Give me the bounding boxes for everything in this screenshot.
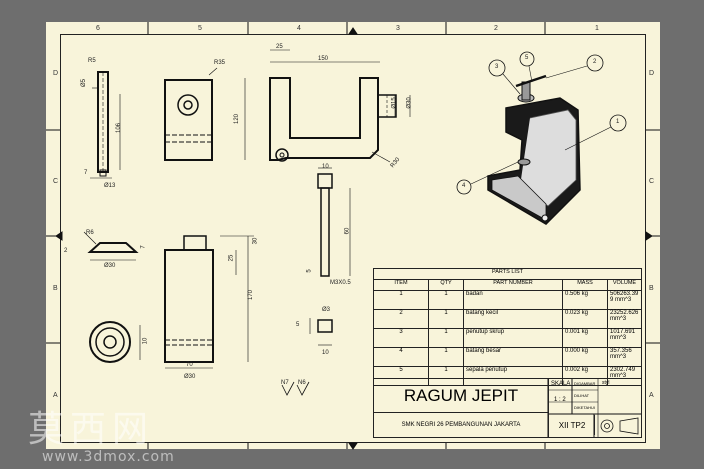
parts-list-table: PARTS LIST ITEM QTY PART NUMBER MASS VOL… bbox=[373, 268, 642, 386]
header-volume: VOLUME bbox=[607, 279, 642, 291]
dim-25b: 25 bbox=[228, 254, 235, 262]
class-code: XII TP2 bbox=[550, 415, 595, 435]
zone-right-a: A bbox=[649, 392, 654, 399]
cell-item: 3 bbox=[373, 328, 429, 348]
drawn-value: styl bbox=[602, 380, 610, 386]
dim-10c: 10 bbox=[142, 337, 149, 345]
cell-qty: 1 bbox=[428, 347, 464, 367]
cell-part: batang kecil bbox=[463, 309, 563, 329]
cell-item: 2 bbox=[373, 309, 429, 329]
watermark-logo: 莫西网 bbox=[28, 409, 155, 450]
watermark-url: www.3dmox.com bbox=[42, 449, 175, 465]
dim-60: 60 bbox=[344, 227, 351, 235]
zone-right-d: D bbox=[649, 70, 655, 77]
scale-value: 1 : 2 bbox=[554, 397, 566, 403]
cell-mass: 0.000 kg bbox=[562, 347, 608, 367]
dim-d3: Ø3 bbox=[322, 307, 331, 313]
zone-right-b: B bbox=[649, 285, 654, 292]
header-part-number: PART NUMBER bbox=[463, 279, 563, 291]
cell-volume: 2302.749 mm^3 bbox=[607, 366, 642, 386]
dim-7b: 7 bbox=[140, 245, 147, 249]
zone-left-b: B bbox=[53, 285, 58, 292]
cell-volume: 506263.39 9 mm^3 bbox=[607, 290, 642, 310]
zone-right-c: C bbox=[649, 178, 655, 185]
cell-mass: 0.506 kg bbox=[562, 290, 608, 310]
cell-volume: 1017.691 mm^3 bbox=[607, 328, 642, 348]
dim-d13: Ø13 bbox=[104, 183, 116, 189]
dim-106: 106 bbox=[116, 122, 123, 134]
cell-part: badan bbox=[463, 290, 563, 310]
dim-10b: 10 bbox=[322, 350, 329, 356]
roughness-n7: N7 bbox=[281, 380, 289, 386]
dim-25: 25 bbox=[276, 44, 283, 50]
balloon-1: 1 bbox=[616, 119, 620, 125]
dim-d30: Ø30 bbox=[406, 97, 413, 109]
zone-top-2: 2 bbox=[494, 25, 498, 32]
cell-part: penutup skrup bbox=[463, 328, 563, 348]
roughness-n6: N6 bbox=[298, 380, 306, 386]
balloon-5: 5 bbox=[525, 55, 529, 61]
table-row: 5 1 sepala penutup 0.002 kg 2302.749 mm^… bbox=[373, 366, 642, 386]
cell-part: batang besar bbox=[463, 347, 563, 367]
table-row: 4 1 batang besar 0.000 kg 357.356 mm^3 bbox=[373, 347, 642, 367]
dim-r35: R35 bbox=[214, 60, 226, 66]
zone-left-a: A bbox=[53, 392, 58, 399]
dim-r6: R6 bbox=[86, 230, 94, 236]
header-qty: QTY bbox=[428, 279, 464, 291]
dim-5: 5 bbox=[306, 269, 313, 273]
dim-d5: Ø5 bbox=[81, 78, 88, 88]
cell-mass: 0.001 kg bbox=[562, 328, 608, 348]
dim-m3: M3X0.5 bbox=[330, 280, 351, 286]
cell-part: sepala penutup bbox=[463, 366, 563, 386]
dim-d30-pad: Ø30 bbox=[104, 263, 116, 269]
drawn-label: DIGAMBAR bbox=[574, 381, 596, 386]
zone-top-3: 3 bbox=[396, 25, 400, 32]
cell-qty: 1 bbox=[428, 290, 464, 310]
scale-label: SKALA bbox=[551, 381, 571, 387]
balloon-3: 3 bbox=[495, 64, 499, 70]
balloon-2: 2 bbox=[593, 59, 597, 65]
dim-120: 120 bbox=[234, 113, 241, 125]
cell-mass: 0.023 kg bbox=[562, 309, 608, 329]
checked-label: DILIHAT bbox=[574, 393, 590, 398]
cell-item: 4 bbox=[373, 347, 429, 367]
dim-30: 30 bbox=[252, 237, 259, 245]
header-mass: MASS bbox=[562, 279, 608, 291]
header-item: ITEM bbox=[373, 279, 429, 291]
table-row: 2 1 batang kecil 0.023 kg 23252.626 mm^3 bbox=[373, 309, 642, 329]
zone-top-6: 6 bbox=[96, 25, 100, 32]
dim-r5: R5 bbox=[88, 58, 96, 64]
cell-volume: 357.356 mm^3 bbox=[607, 347, 642, 367]
table-row: 1 1 badan 0.506 kg 506263.39 9 mm^3 bbox=[373, 290, 642, 310]
dim-2: 2 bbox=[64, 248, 68, 254]
cell-item: 1 bbox=[373, 290, 429, 310]
zone-top-1: 1 bbox=[595, 25, 599, 32]
date-label: DIKETAHUI bbox=[574, 405, 596, 410]
cell-qty: 1 bbox=[428, 328, 464, 348]
dim-d15: Ø15 bbox=[391, 97, 398, 109]
zone-top-5: 5 bbox=[198, 25, 202, 32]
title-block: RAGUM JEPIT SMK NEGRI 26 PEMBANGUNAN JAK… bbox=[373, 378, 642, 438]
dim-170: 170 bbox=[248, 289, 255, 301]
dim-7: 7 bbox=[84, 170, 88, 176]
dim-10: 10 bbox=[322, 164, 329, 170]
table-row: 3 1 penutup skrup 0.001 kg 1017.691 mm^3 bbox=[373, 328, 642, 348]
dim-d30-body: Ø30 bbox=[184, 374, 196, 380]
dim-150: 150 bbox=[318, 56, 329, 62]
balloon-4: 4 bbox=[462, 183, 466, 189]
zone-left-d: D bbox=[53, 70, 59, 77]
cell-qty: 1 bbox=[428, 309, 464, 329]
cell-volume: 23252.626 mm^3 bbox=[607, 309, 642, 329]
drawing-title: RAGUM JEPIT bbox=[374, 379, 549, 413]
zone-left-c: C bbox=[53, 178, 59, 185]
parts-list-title: PARTS LIST bbox=[373, 268, 642, 280]
school-name: SMK NEGRI 26 PEMBANGUNAN JAKARTA bbox=[374, 413, 549, 437]
zone-top-4: 4 bbox=[297, 25, 301, 32]
dim-5b: 5 bbox=[296, 322, 300, 328]
dim-70: 70 bbox=[186, 362, 193, 368]
